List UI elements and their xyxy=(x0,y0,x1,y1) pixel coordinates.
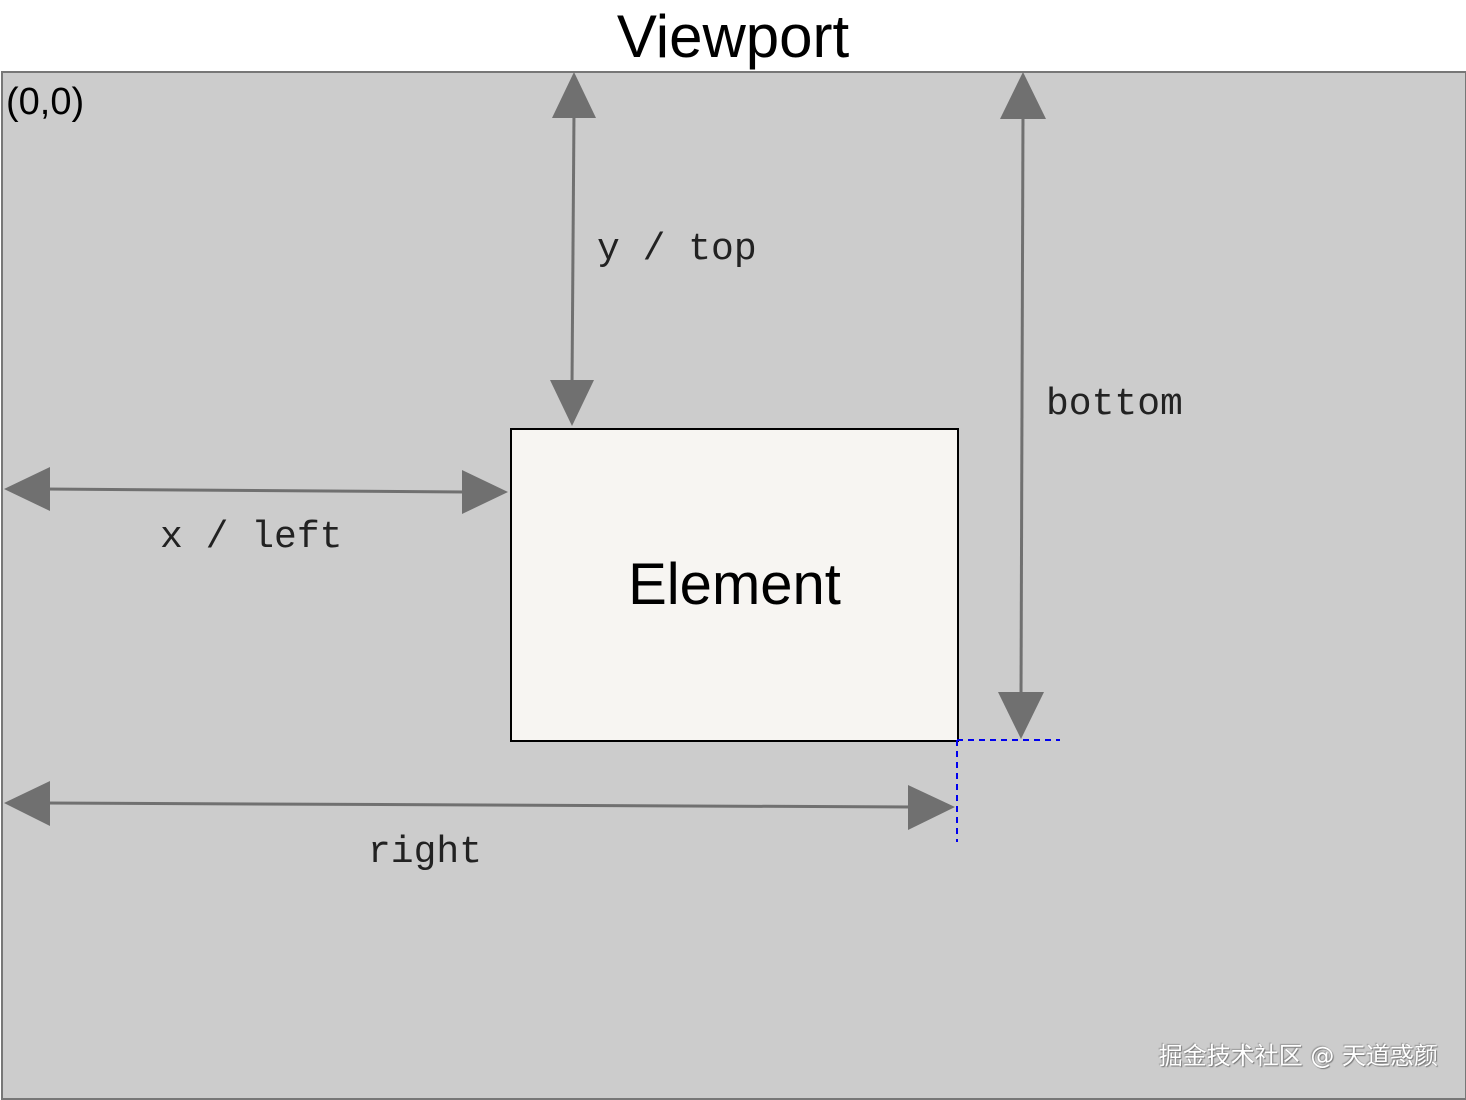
top-label: y / top xyxy=(597,228,757,271)
left-label: x / left xyxy=(160,516,343,559)
left-arrow xyxy=(4,467,508,514)
element-box: Element xyxy=(510,428,959,742)
bottom-label: bottom xyxy=(1046,383,1183,426)
viewport-title: Viewport xyxy=(616,3,850,70)
right-arrow xyxy=(4,781,955,830)
origin-label: (0,0) xyxy=(6,81,85,123)
corner-guides xyxy=(956,739,1060,842)
bottom-arrow xyxy=(998,72,1046,739)
top-arrow xyxy=(550,72,596,426)
right-label: right xyxy=(368,831,483,874)
element-label: Element xyxy=(628,552,841,617)
watermark: 掘金技术社区 @ 天道惑颜 xyxy=(1158,1042,1438,1070)
